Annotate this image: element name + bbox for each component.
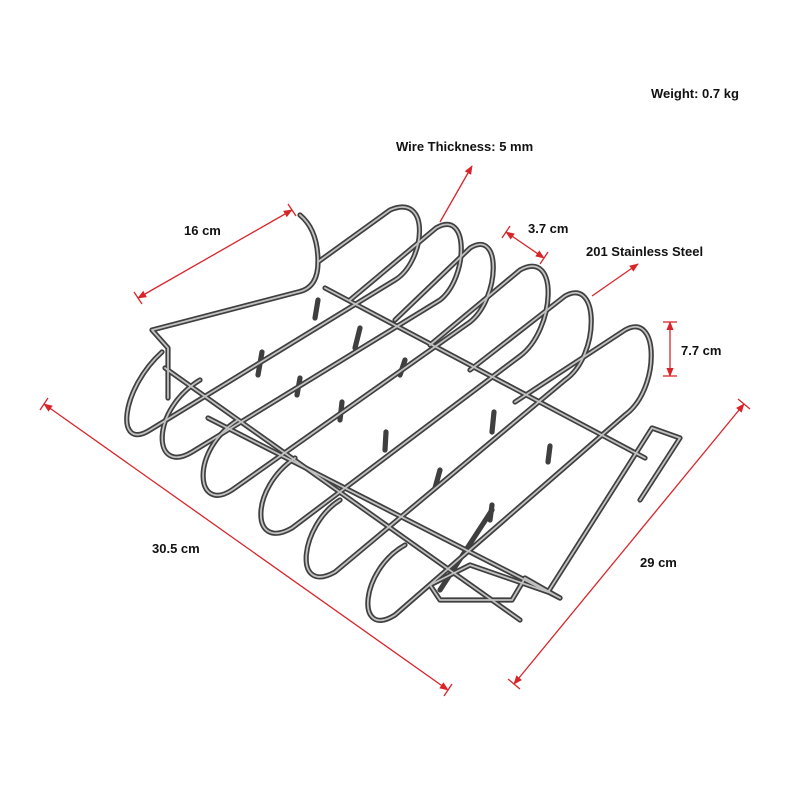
rack-wire-outline (124, 204, 683, 623)
arrow-depth (513, 403, 745, 685)
tick-width-b (287, 203, 297, 217)
rack-wire-highlight (125, 206, 681, 622)
label-length: 30.5 cm (152, 541, 200, 556)
tick-width-a (133, 291, 143, 305)
dimension-arrows (39, 165, 751, 697)
rib-rack (124, 204, 683, 623)
label-height: 7.7 cm (681, 343, 721, 358)
label-weight: Weight: 0.7 kg (651, 86, 739, 101)
tick-depth-a (507, 678, 521, 690)
arrow-wire-thickness (439, 165, 473, 223)
label-wire-thickness: Wire Thickness: 5 mm (396, 139, 533, 154)
tick-spacing-b (539, 251, 549, 265)
tick-spacing-a (501, 225, 511, 239)
tick-depth-b (737, 398, 751, 410)
label-spacing: 3.7 cm (528, 221, 568, 236)
label-depth: 29 cm (640, 555, 677, 570)
arrow-width (137, 209, 293, 299)
label-width: 16 cm (184, 223, 221, 238)
arrow-spacing (505, 231, 545, 259)
arrow-length (43, 403, 449, 691)
dimension-labels: Weight: 0.7 kg Wire Thickness: 5 mm 16 c… (152, 86, 739, 570)
label-material: 201 Stainless Steel (586, 244, 703, 259)
tick-length-a (39, 397, 49, 411)
tick-length-b (443, 683, 453, 697)
arrow-material (591, 263, 639, 297)
